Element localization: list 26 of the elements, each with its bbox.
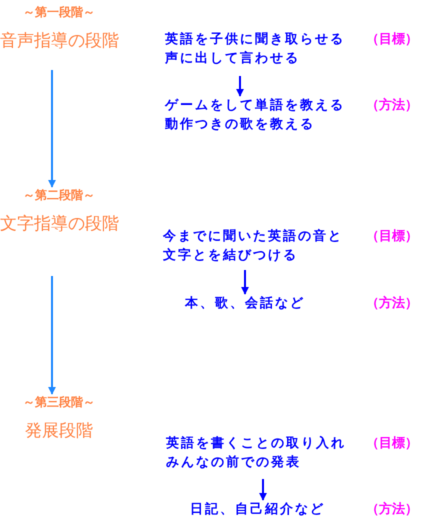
arrow <box>259 479 267 501</box>
step-type-label: （方法） <box>366 500 418 519</box>
stage-number: ～第二段階～ <box>23 187 95 203</box>
stage-number: ～第三段階～ <box>23 394 95 410</box>
arrow <box>236 76 244 97</box>
step-text: 今までに聞いた英語の音と文字とを結びつける <box>163 228 344 265</box>
step-type-label: （目標） <box>366 31 418 49</box>
step-text: 動作つきの歌を教える <box>165 116 315 134</box>
step-text: 英語を書くことの取り入れ <box>166 434 346 453</box>
stage-title: 音声指導の段階 <box>0 30 119 52</box>
arrow <box>241 270 249 295</box>
step-text: 日記、自己紹介など <box>190 501 326 519</box>
step-text: 英語を子供に聞き取らせる <box>165 31 345 49</box>
step-text: ゲームをして単語を教える <box>165 97 345 115</box>
arrow <box>48 276 56 395</box>
step-type-label: （目標） <box>366 228 418 246</box>
step-type-label: （方法） <box>366 294 418 313</box>
step-type-label: （目標） <box>366 435 418 453</box>
step-type-label: （方法） <box>366 96 418 115</box>
arrow <box>48 70 56 188</box>
step-text: 声に出して言わせる <box>165 50 300 68</box>
step-text: みんなの前での発表 <box>166 454 301 472</box>
step-text: 本、歌、会話など <box>185 295 306 313</box>
stage-title: 発展段階 <box>25 420 93 442</box>
stage-title: 文字指導の段階 <box>0 213 119 235</box>
stage-number: ～第一段階～ <box>23 4 95 20</box>
